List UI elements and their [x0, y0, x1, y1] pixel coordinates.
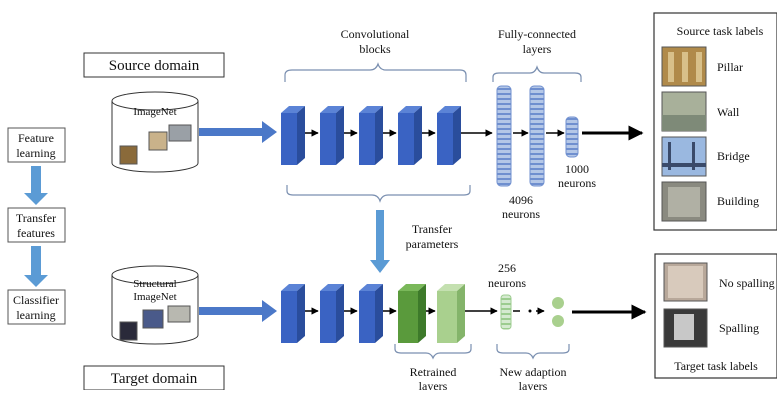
image-detail	[674, 314, 694, 340]
source-database-cylinder: ImageNet	[111, 91, 199, 173]
output-neuron	[552, 315, 564, 327]
fc-layers-label-line2: layers	[523, 42, 552, 56]
image-thumbnail	[119, 321, 138, 341]
target-db-label-line2: ImageNet	[133, 291, 176, 303]
fc-layer-1000	[565, 116, 579, 158]
brace-transfer	[286, 185, 471, 203]
retrained-block	[398, 284, 426, 343]
source-domain-label: Source domain	[109, 58, 200, 74]
source-task-panel: Source task labels Pillar Wall Bridge Bu…	[653, 12, 777, 231]
conv-blocks-label-line1: Convolutional	[341, 27, 410, 41]
target-conv-blocks	[281, 284, 498, 343]
down-arrow-icon	[24, 166, 48, 205]
step-box-feature-learning	[7, 127, 66, 163]
image-detail	[668, 266, 703, 298]
source-db-label: ImageNet	[133, 106, 176, 118]
retrained-label-line1: Retrained	[410, 365, 457, 379]
class-label-spalling: Spalling	[719, 321, 759, 335]
target-db-label-line1: Structural	[133, 278, 176, 290]
class-label-pillar: Pillar	[717, 60, 743, 74]
image-detail	[662, 115, 706, 131]
step-box-transfer-features	[7, 207, 66, 243]
conv-block	[281, 106, 305, 165]
target-task-title: Target task labels	[674, 359, 758, 373]
image-thumbnail	[119, 145, 138, 165]
image-detail	[692, 142, 695, 170]
output-neuron	[552, 297, 564, 309]
image-detail	[668, 187, 700, 217]
retrained-label-line2: layers	[419, 379, 448, 390]
image-thumbnail	[167, 305, 191, 323]
source-task-title: Source task labels	[677, 24, 764, 38]
source-fc-layers	[496, 85, 644, 187]
conv-block	[359, 284, 383, 343]
source-domain-box	[83, 52, 225, 78]
neurons-4096-unit: neurons	[502, 207, 540, 221]
input-arrow-icon	[199, 121, 277, 143]
transfer-down-arrow-icon	[370, 210, 390, 273]
neurons-1000-value: 1000	[565, 162, 589, 176]
retrained-block	[437, 284, 465, 343]
conv-block	[320, 284, 344, 343]
brace-conv-blocks	[284, 62, 467, 82]
step-label-line1: Feature	[18, 131, 54, 145]
class-label-wall: Wall	[717, 105, 740, 119]
transfer-params-line1: Transfer	[412, 222, 452, 236]
fc-layer-256	[500, 294, 512, 330]
neurons-4096-value: 4096	[509, 193, 533, 207]
step-label-line2: learning	[16, 308, 55, 322]
image-thumbnail	[142, 309, 164, 329]
step-label-line1: Classifier	[13, 293, 59, 307]
transfer-params-line2: parameters	[406, 237, 459, 251]
step-label-line2: features	[17, 226, 55, 240]
conv-block	[320, 106, 344, 165]
image-detail	[668, 142, 671, 170]
image-detail	[682, 52, 688, 82]
step-label-line2: learning	[16, 146, 55, 160]
target-database-cylinder: Structural ImageNet	[111, 265, 199, 345]
class-label-bridge: Bridge	[717, 149, 750, 163]
down-arrow-icon	[24, 246, 48, 287]
image-thumbnail	[148, 131, 168, 151]
image-detail	[668, 52, 674, 82]
image-detail	[662, 163, 706, 167]
conv-block	[281, 284, 305, 343]
conv-block	[437, 106, 461, 165]
neurons-256-value: 256	[498, 261, 516, 275]
new-adaption-label-line2: layers	[519, 379, 548, 390]
fc-layers-label-line1: Fully-connected	[498, 27, 576, 41]
brace-new-adaption	[496, 344, 570, 360]
image-thumbnail	[168, 124, 192, 142]
image-detail	[696, 52, 702, 82]
brace-retrained	[394, 344, 472, 360]
process-steps: Feature learning Transfer features Class…	[7, 127, 66, 325]
fc-layer-4096-a	[496, 85, 512, 187]
conv-block	[359, 106, 383, 165]
step-label-line1: Transfer	[16, 211, 56, 225]
class-label-building: Building	[717, 194, 759, 208]
conv-block	[398, 106, 422, 165]
source-conv-blocks	[281, 106, 493, 165]
fc-layer-4096-b	[529, 85, 545, 187]
brace-fc-layers	[492, 65, 582, 82]
adaption-layers	[500, 294, 647, 330]
class-label-no-spalling: No spalling	[719, 276, 775, 290]
conv-blocks-label-line2: blocks	[359, 42, 391, 56]
new-adaption-label-line1: New adaption	[500, 365, 567, 379]
step-box-classifier-learning	[7, 289, 66, 325]
target-domain-label: Target domain	[111, 371, 198, 387]
target-task-panel: No spalling Spalling Target task labels	[654, 253, 777, 379]
input-arrow-icon	[199, 300, 277, 322]
neurons-1000-unit: neurons	[558, 176, 596, 190]
neurons-256-unit: neurons	[488, 276, 526, 290]
